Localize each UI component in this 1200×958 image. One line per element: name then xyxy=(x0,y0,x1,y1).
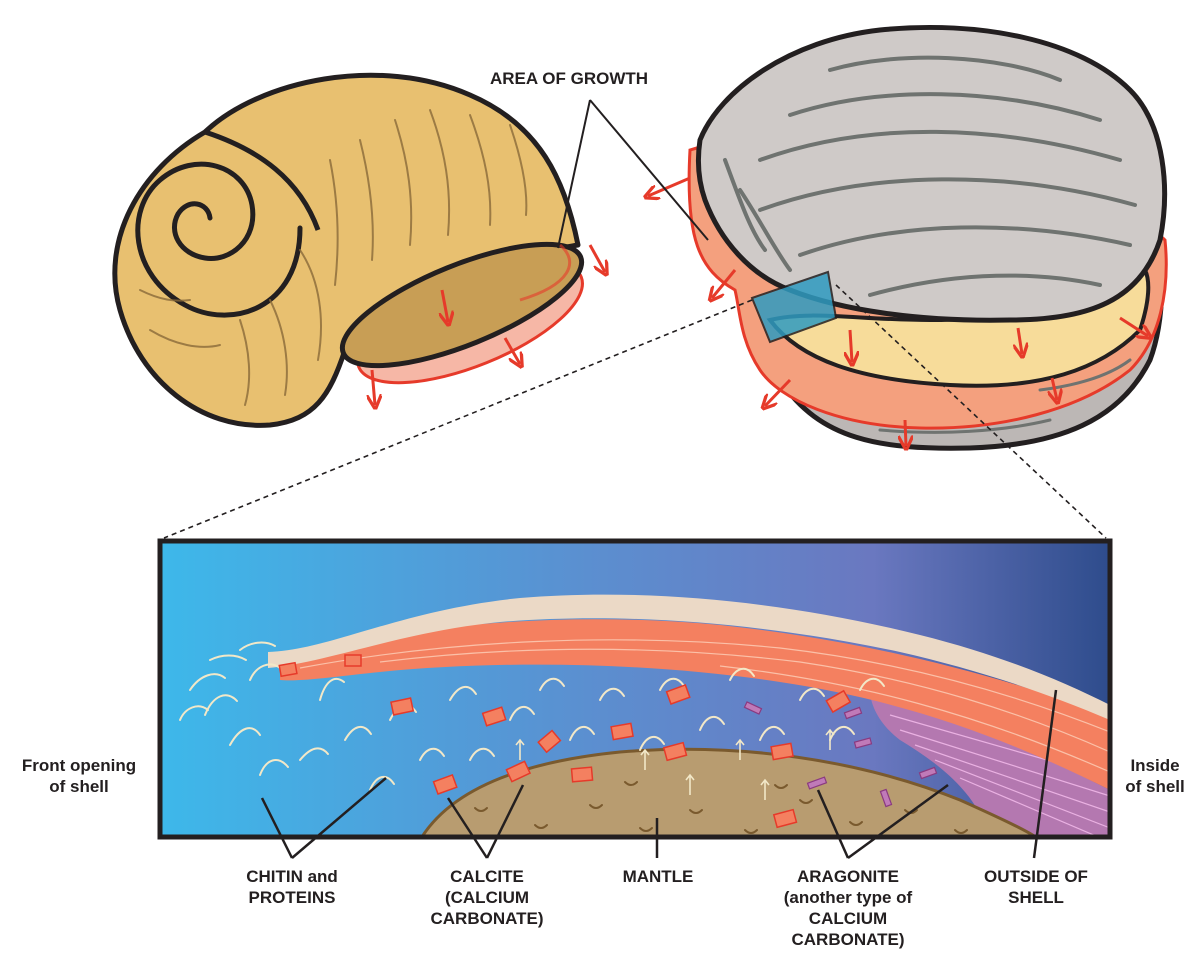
outside-shell-label: OUTSIDE OF SHELL xyxy=(966,866,1106,908)
growth-arrow-icon xyxy=(588,244,605,272)
inside-shell-line2: of shell xyxy=(1125,777,1185,796)
outer-shell-layer xyxy=(268,594,1110,720)
secretion-arrows xyxy=(515,728,835,800)
growth-arrow-icon xyxy=(850,329,852,362)
inside-shell-line1: Inside xyxy=(1130,756,1180,775)
front-opening-line1: Front opening xyxy=(21,756,137,775)
front-opening-line2: of shell xyxy=(49,777,109,796)
clam-shell-icon xyxy=(648,25,1168,449)
calcite-line1: CALCITE xyxy=(450,867,524,886)
chitin-fibers xyxy=(179,641,885,791)
growth-arrow-icon xyxy=(765,378,792,406)
zoom-lines xyxy=(163,284,1107,539)
growth-arrow-icon xyxy=(712,269,737,298)
growth-arrow-icon xyxy=(442,289,448,322)
aragonite-line3: CALCIUM xyxy=(808,909,888,928)
label-pointers xyxy=(260,689,1058,860)
front-opening-label: Front opening of shell xyxy=(4,755,154,797)
calcite-line2: (CALCIUM xyxy=(444,888,530,907)
growth-arrow-icon xyxy=(372,369,375,405)
calcite-line3: CARBONATE) xyxy=(430,909,544,928)
aragonite-line2: (another type of xyxy=(783,888,913,907)
mantle-label: MANTLE xyxy=(622,867,694,886)
snail-shell-icon xyxy=(112,72,605,428)
outside-shell-line2: SHELL xyxy=(1008,888,1064,907)
aragonite-line1: ARAGONITE xyxy=(797,867,899,886)
inside-shell-label: Inside of shell xyxy=(1112,755,1198,797)
growth-arrow-icon xyxy=(1119,316,1148,336)
growth-arrow-icon xyxy=(1018,327,1022,354)
aragonite-line4: CARBONATE) xyxy=(791,930,905,949)
growth-arrow-icon xyxy=(503,337,520,364)
chitin-line2: PROTEINS xyxy=(248,888,336,907)
chitin-label: CHITIN and PROTEINS xyxy=(216,866,368,908)
calcite-brick-layer xyxy=(280,619,1110,790)
calcite-crystals xyxy=(278,654,852,829)
growth-arrow-icon xyxy=(648,176,691,196)
cross-section-panel xyxy=(157,538,1113,840)
area-of-growth-label: AREA OF GROWTH xyxy=(490,69,649,88)
outside-shell-line1: OUTSIDE OF xyxy=(984,867,1088,886)
calcite-label: CALCITE (CALCIUM CARBONATE) xyxy=(414,866,560,929)
snail-aperture xyxy=(339,241,585,369)
growth-arrow-icon xyxy=(905,419,906,446)
chitin-line1: CHITIN and xyxy=(246,867,338,886)
aragonite-label: ARAGONITE (another type of CALCIUM CARBO… xyxy=(758,866,938,950)
aragonite-crystals xyxy=(743,701,938,808)
growth-arrow-icon xyxy=(1052,377,1057,400)
area-of-growth-pointers xyxy=(557,99,709,249)
